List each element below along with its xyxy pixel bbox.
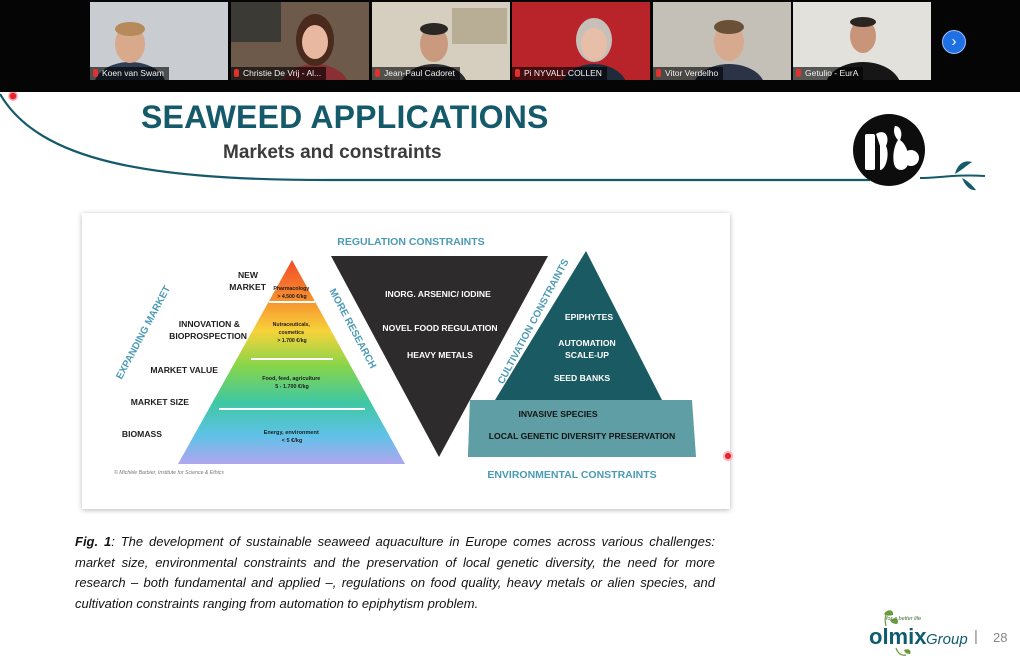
label-market-value: MARKET VALUE: [150, 365, 218, 375]
mic-muted-icon: [234, 69, 239, 77]
video-face: [420, 26, 448, 62]
environmental-item-invasive: INVASIVE SPECIES: [518, 409, 597, 419]
environmental-item-local-diversity: LOCAL GENETIC DIVERSITY PRESERVATION: [489, 431, 675, 441]
video-hair: [714, 20, 744, 34]
participant-tile-6[interactable]: Getulio - EurA: [793, 2, 931, 80]
regulation-item-arsenic: INORG. ARSENIC/ IODINE: [385, 289, 491, 299]
environmental-band: [468, 400, 696, 457]
tier-pharmacology: Pharmacology > 4.500 €/kg: [273, 286, 310, 300]
environmental-constraints-title: ENVIRONMENTAL CONSTRAINTS: [487, 469, 656, 481]
label-bioprospection: BIOPROSPECTION: [169, 331, 247, 341]
participant-name-4: Pi NYVALL COLLEN: [512, 67, 607, 80]
olmix-brand: olmix: [869, 624, 927, 649]
page-number: 28: [993, 630, 1008, 645]
mic-muted-icon: [93, 69, 98, 77]
participant-name-text: Christie De Vrij - Al...: [243, 68, 322, 78]
tier-energy: Energy, environment < 5 €/kg: [264, 430, 321, 444]
video-hair: [850, 17, 876, 27]
video-hair: [420, 23, 448, 35]
participant-name-6: Getulio - EurA: [793, 67, 864, 80]
laser-pointer-icon: [8, 92, 18, 101]
regulation-item-novel-food: NOVEL FOOD REGULATION: [382, 323, 497, 333]
cultivation-item-scale-up: SCALE-UP: [565, 350, 609, 360]
regulation-triangle: [331, 256, 548, 457]
cultivation-item-seed-banks: SEED BANKS: [554, 373, 611, 383]
participant-tile-1[interactable]: Koen van Swam: [90, 2, 228, 80]
vine-line: [919, 174, 986, 179]
olmix-tagline: for a better life: [886, 616, 921, 622]
food-application-icon: [853, 114, 925, 186]
olmix-group: Group: [926, 631, 968, 648]
video-wall-map: [231, 2, 281, 42]
participant-name-2: Christie De Vrij - Al...: [231, 67, 327, 80]
footer-separator: |: [974, 628, 978, 645]
participant-name-1: Koen van Swam: [90, 67, 169, 80]
label-new: NEW: [238, 270, 259, 280]
regulation-constraints-title: REGULATION CONSTRAINTS: [337, 236, 484, 248]
market-pyramid: Pharmacology > 4.500 €/kg Nutraceuticals…: [178, 260, 405, 464]
video-face: [302, 25, 328, 59]
video-face: [581, 28, 607, 60]
participant-name-text: Vitor Verdelho: [665, 68, 719, 78]
environmental-band-edge: [468, 400, 495, 457]
participant-tile-3[interactable]: Jean-Paul Cadoret: [372, 2, 510, 80]
tier-food: Food, feed, agriculture 5 - 1.700 €/kg: [262, 376, 322, 390]
vine-leaf-icon: [962, 178, 976, 191]
mic-muted-icon: [656, 69, 661, 77]
figure-caption: Fig. 1: The development of sustainable s…: [75, 532, 715, 614]
label-biomass: BIOMASS: [122, 429, 162, 439]
participant-name-text: Pi NYVALL COLLEN: [524, 68, 602, 78]
mic-muted-icon: [796, 69, 801, 77]
caption-label: Fig. 1: [75, 534, 112, 549]
tier-nutraceuticals: Nutraceuticals, cosmetics > 1.700 €/kg: [273, 322, 312, 344]
chevron-right-icon: ›: [951, 33, 957, 50]
regulation-item-heavy-metals: HEAVY METALS: [407, 350, 473, 360]
participant-name-text: Getulio - EurA: [805, 68, 859, 78]
slide-title: SEAWEED APPLICATIONS: [141, 99, 549, 135]
olmix-logo: for a better life olmix Group: [869, 610, 968, 656]
video-call-strip: Koen van Swam Christie De Vrij - Al... J…: [0, 0, 1020, 92]
video-face: [850, 19, 876, 53]
participant-tile-2[interactable]: Christie De Vrij - Al...: [231, 2, 369, 80]
vine-leaf-icon: [955, 161, 972, 174]
participant-name-5: Vitor Verdelho: [653, 67, 724, 80]
video-wall-map: [452, 8, 507, 44]
slide-subtitle: Markets and constraints: [223, 142, 442, 163]
cultivation-triangle: [495, 251, 662, 400]
label-market-size: MARKET SIZE: [131, 397, 190, 407]
mic-muted-icon: [515, 69, 520, 77]
participant-tile-4[interactable]: Pi NYVALL COLLEN: [512, 2, 650, 80]
olmix-leaf-icon: [884, 610, 899, 627]
figure-diagram: Pharmacology > 4.500 €/kg Nutraceuticals…: [114, 236, 696, 481]
participant-tile-5[interactable]: Vitor Verdelho: [653, 2, 791, 80]
label-innovation: INNOVATION &: [179, 319, 240, 329]
laser-pointer-icon: [723, 451, 733, 461]
cultivation-item-automation: AUTOMATION: [558, 338, 615, 348]
figure-panel: Pharmacology > 4.500 €/kg Nutraceuticals…: [82, 213, 730, 509]
participant-name-text: Koen van Swam: [102, 68, 164, 78]
caption-text: : The development of sustainable seaweed…: [75, 534, 716, 611]
mic-muted-icon: [375, 69, 380, 77]
next-participants-button[interactable]: ›: [942, 30, 966, 54]
label-market: MARKET: [229, 282, 267, 292]
cultivation-item-epiphytes: EPIPHYTES: [565, 312, 614, 322]
slide-decoration: [0, 92, 986, 191]
video-hair: [115, 22, 145, 36]
participant-name-3: Jean-Paul Cadoret: [372, 67, 460, 80]
header-curve: [0, 93, 870, 182]
figure-credit: © Michèle Barbier, Institute for Science…: [114, 469, 224, 476]
participant-name-text: Jean-Paul Cadoret: [384, 68, 455, 78]
slide-footer: for a better life olmix Group | 28: [866, 606, 1016, 660]
